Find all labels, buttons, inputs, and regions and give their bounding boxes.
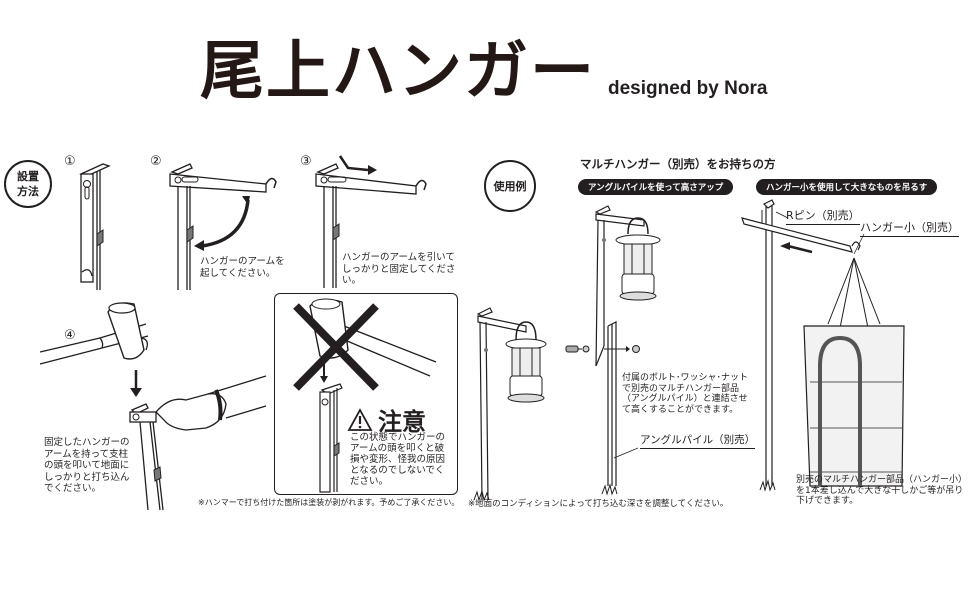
angle-pile-label: アングルパイル（別売）: [640, 432, 756, 449]
step-3-instruction: ハンガーのアームを引いて しっかりと固定してくださ い。: [342, 252, 456, 286]
multi-hanger-section-title: マルチハンガー（別売）をお持ちの方: [580, 157, 776, 171]
lantern-stake-illustration: [473, 307, 547, 502]
arm-lock-illustration: [315, 155, 427, 288]
hammer-paint-footnote: ※ハンマーで打ち付けた箇所は塗装が剥がれます。予めご了承ください。: [198, 498, 460, 507]
step-2-instruction: ハンガーのアームを 起してください。: [200, 256, 285, 279]
stake-folded-illustration: [79, 163, 111, 290]
hanging-instruction: 別売のマルチハンガー部品（ハンガー小） を1本差し込んで大きな干しかご等が吊り …: [796, 475, 968, 506]
hanger-small-label: ハンガー小（別売）: [860, 219, 959, 237]
step-2-number: ②: [150, 154, 162, 169]
installation-method-badge: 設置 方法: [4, 160, 52, 208]
step-4-instruction: 固定したハンガーの アームを持って支柱 の頭を叩いて地面に しっかりと打ち込ん …: [44, 437, 130, 494]
incorrect-hammering-illustration: [293, 298, 437, 493]
caution-title: 注意: [378, 407, 426, 436]
caution-text: この状態でハンガーの アームの頭を叩くと破 損や変形、怪我の原因 となるのでしな…: [350, 432, 446, 487]
designer-credit: designed by Nora: [608, 78, 768, 99]
depth-adjust-footnote: ※地面のコンディションによって打ち込む深さを調整してください。: [468, 499, 729, 509]
r-pin-label: Rピン（別売）: [786, 207, 860, 225]
hammering-illustration: [39, 302, 267, 511]
extension-instruction: 付属のボルト･ワッシャ･ナット で別売のマルチハンガー部品 （アングルパイル）と…: [622, 373, 749, 415]
step-4-number: ④: [64, 328, 76, 343]
step-3-number: ③: [300, 154, 312, 169]
height-extension-tag: アングルパイルを使って高さアップ: [578, 179, 734, 195]
caution-panel: [274, 293, 458, 495]
arm-raise-illustration: [169, 163, 277, 290]
warning-triangle-icon: [347, 407, 373, 431]
extended-lantern-illustration: [565, 205, 661, 496]
step-1-number: ①: [64, 154, 76, 169]
product-title: 尾上ハンガー: [200, 35, 596, 109]
usage-example-badge: 使用例: [484, 160, 536, 212]
caution-heading: 注意: [347, 402, 426, 437]
drying-net-illustration: [741, 199, 905, 492]
large-item-hanging-tag: ハンガー小を使用して大きなものを吊るす: [756, 179, 938, 195]
